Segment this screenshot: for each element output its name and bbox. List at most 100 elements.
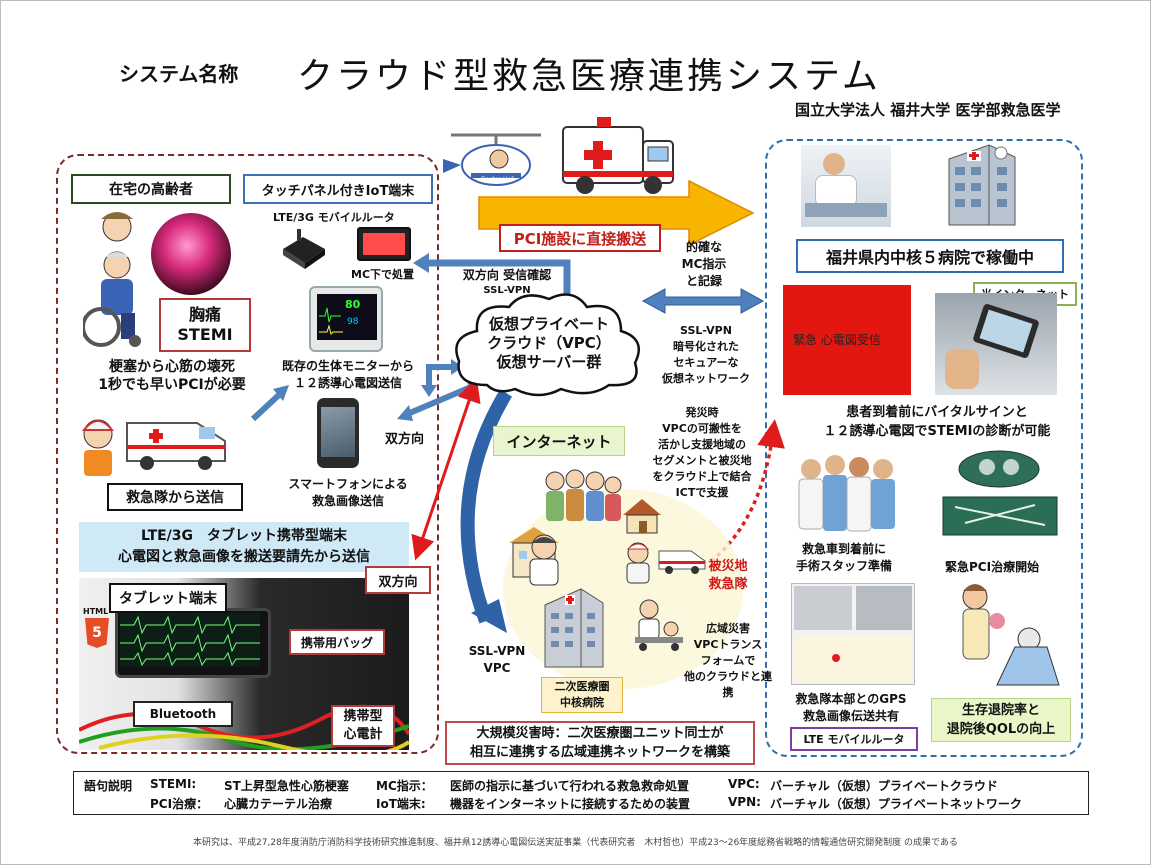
disaster-line3: 活かし支援地域の — [658, 438, 746, 451]
gps-line1: 救急隊本部とのGPS — [795, 692, 907, 706]
house-icon — [619, 497, 665, 535]
sslvpn-bottom-line2: VPC — [483, 661, 511, 675]
router-label: LTE/3G モバイルルータ — [273, 211, 395, 224]
wide-area-line2: VPCトランス — [693, 638, 763, 651]
svg-text:80: 80 — [345, 298, 361, 311]
pci-start-text: 緊急PCI治療開始 — [945, 560, 1040, 574]
svg-text:98: 98 — [347, 317, 359, 327]
tablet-label: タブレット端末 — [109, 583, 227, 613]
survival-qol-label: 生存退院率と 退院後QOLの向上 — [931, 698, 1071, 742]
infarct-line1: 梗塞から心筋の壊死 — [109, 359, 235, 375]
nurse-icon — [621, 541, 655, 585]
bidirectional-label-1: 双方向 — [385, 432, 425, 447]
vpc-cloud-text: 仮想プライベート クラウド（VPC） 仮想サーバー群 — [465, 315, 633, 372]
gps-share-text: 救急隊本部とのGPS 救急画像伝送共有 — [781, 691, 921, 725]
glossary-term-vpn: VPN: — [728, 795, 761, 809]
wide-area-text: 広域災害 VPCトランス フォームで 他のクラウドと連携 — [683, 621, 773, 701]
portable-ecg-line2: 心電計 — [343, 727, 383, 742]
glossary-heading: 語句説明 — [84, 779, 133, 793]
disaster-text: 発災時 VPCの可搬性を 活かし支援地域の セグメントと被災地 をクラウド上で結… — [641, 405, 763, 501]
five-hospitals-label: 福井県内中核５病院で稼働中 — [796, 239, 1064, 273]
ems-send-label: 救急隊から送信 — [107, 483, 243, 511]
disaster-line1: 発災時 — [685, 406, 719, 419]
right-hospital-icon — [941, 141, 1021, 227]
elderly-wheelchair-icon — [81, 209, 149, 349]
mc-instruction-line2: MC指示 — [681, 257, 727, 271]
iot-terminal-label: タッチパネル付きIoT端末 — [243, 174, 433, 204]
vital-monitor-image: 80 98 — [309, 286, 383, 352]
staff-prep-text: 救急車到着前に 手術スタッフ準備 — [789, 541, 899, 575]
sslvpn-right-line1: SSL-VPN — [680, 324, 732, 337]
ambulance-to-monitor-arrow — [250, 385, 289, 422]
vpc-cloud — [449, 289, 649, 399]
gps-line2: 救急画像伝送共有 — [802, 709, 899, 723]
surgical-staff-photo — [791, 447, 911, 537]
tablet-box-line2: 心電図と救急画像を搬送要請先から送信 — [118, 549, 370, 565]
html5-badge: 5 — [85, 618, 109, 648]
ecg-screen-text: 緊急 心電図受信 — [793, 333, 881, 347]
patient-stretcher-icon — [633, 597, 685, 653]
smartphone-line2: 救急画像送信 — [311, 494, 384, 508]
sslvpn-bottom-text: SSL-VPN VPC — [459, 643, 535, 677]
lte-router-label: LTE モバイルルータ — [790, 727, 918, 751]
cloud-line3: 仮想サーバー群 — [496, 353, 602, 371]
page-title: クラウド型救急医療連携システム — [297, 56, 881, 97]
glossary-desc-pci: 心臓カテーテル治療 — [224, 797, 333, 811]
smartphone-image — [317, 398, 359, 468]
wide-area-line3: フォームで — [700, 654, 756, 667]
cloud-line2: クラウド（VPC） — [487, 334, 611, 352]
rescuer-icon — [75, 416, 121, 478]
diagnosis-line1: 患者到着前にバイタルサインと — [846, 405, 1028, 420]
large-disaster-line1: 大規模災害時：二次医療圏ユニット同士が — [476, 726, 724, 741]
secondary-line1: 二次医療圏 — [554, 680, 610, 693]
monitor-line2: １２誘導心電図送信 — [293, 376, 402, 390]
mc-instruction-line1: 的確な — [685, 240, 722, 254]
disaster-line4: セグメントと被災地 — [652, 454, 752, 467]
large-disaster-line2: 相互に連携する広域連携ネットワークを構築 — [469, 745, 730, 760]
affected-line2: 救急隊 — [708, 577, 748, 592]
glossary-term-mc: MC指示： — [376, 779, 433, 793]
gps-map-screenshot — [791, 583, 915, 685]
bluetooth-label: Bluetooth — [133, 701, 233, 727]
secondary-line2: 中核病院 — [560, 696, 604, 709]
glossary-desc-vpc: バーチャル（仮想）プライベートクラウド — [770, 779, 998, 793]
elderly-label: 在宅の高齢者 — [71, 174, 231, 204]
secondary-hospital-label: 二次医療圏 中核病院 — [541, 677, 623, 713]
pci-treatment-icon — [935, 447, 1065, 539]
internet-label: インターネット — [493, 426, 625, 456]
survival-line1: 生存退院率と — [961, 703, 1040, 718]
portable-ecg-line1: 携帯型 — [343, 709, 383, 724]
ambulance-truck-icon — [553, 113, 681, 199]
staff-line2: 手術スタッフ準備 — [795, 559, 892, 573]
monitor-line1: 既存の生体モニターから — [281, 359, 414, 373]
footnote: 本研究は、平成27,28年度消防庁消防科学技術研究推進制度、福井県12誘導心電図… — [193, 838, 958, 848]
glossary-term-stemi: STEMI: — [150, 777, 197, 791]
touch-panel-iot-image — [357, 227, 411, 261]
glossary-box: 語句説明 STEMI: ST上昇型急性心筋梗塞 PCI治療： 心臓カテーテル治療… — [73, 771, 1089, 815]
glossary-desc-stemi: ST上昇型急性心筋梗塞 — [224, 779, 349, 793]
staff-line1: 救急車到着前に — [801, 542, 886, 556]
confirm-line2: SSL-VPN — [483, 285, 531, 296]
sslvpn-right-line4: 仮想ネットワーク — [662, 372, 750, 385]
chest-pain-line2: STEMI — [177, 325, 233, 344]
sslvpn-bottom-line1: SSL-VPN — [468, 644, 526, 658]
glossary-desc-mc: 医師の指示に基づいて行われる救急救命処置 — [450, 779, 690, 793]
monitor-text: 既存の生体モニターから １２誘導心電図送信 — [273, 358, 423, 392]
portable-ecg-label: 携帯型 心電計 — [331, 705, 395, 747]
tablet-cloud-arrow — [411, 377, 481, 561]
doctor-helicopter-icon: Doctor Heli — [441, 129, 551, 191]
confirm-arrow — [413, 253, 571, 301]
sslvpn-right-text: SSL-VPN 暗号化された セキュアーな 仮想ネットワーク — [651, 323, 761, 387]
affected-area-arrow — [709, 419, 785, 563]
pci-direct-label: PCI施設に直接搬送 — [499, 224, 661, 252]
affected-ems-text: 被災地 救急隊 — [701, 558, 755, 594]
glossary-desc-vpn: バーチャル（仮想）プライベートネットワーク — [770, 797, 1022, 811]
disaster-line2: VPCの可搬性を — [662, 422, 742, 435]
heli-text: Doctor Heli — [481, 176, 515, 183]
ambulance-icon — [123, 411, 231, 473]
glossary-desc-iot: 機器をインターネットに接続するための装置 — [450, 797, 691, 811]
glossary-term-pci: PCI治療： — [150, 797, 209, 811]
mc-instruction-line3: と記録 — [685, 274, 722, 288]
doctor-icon — [521, 531, 567, 587]
